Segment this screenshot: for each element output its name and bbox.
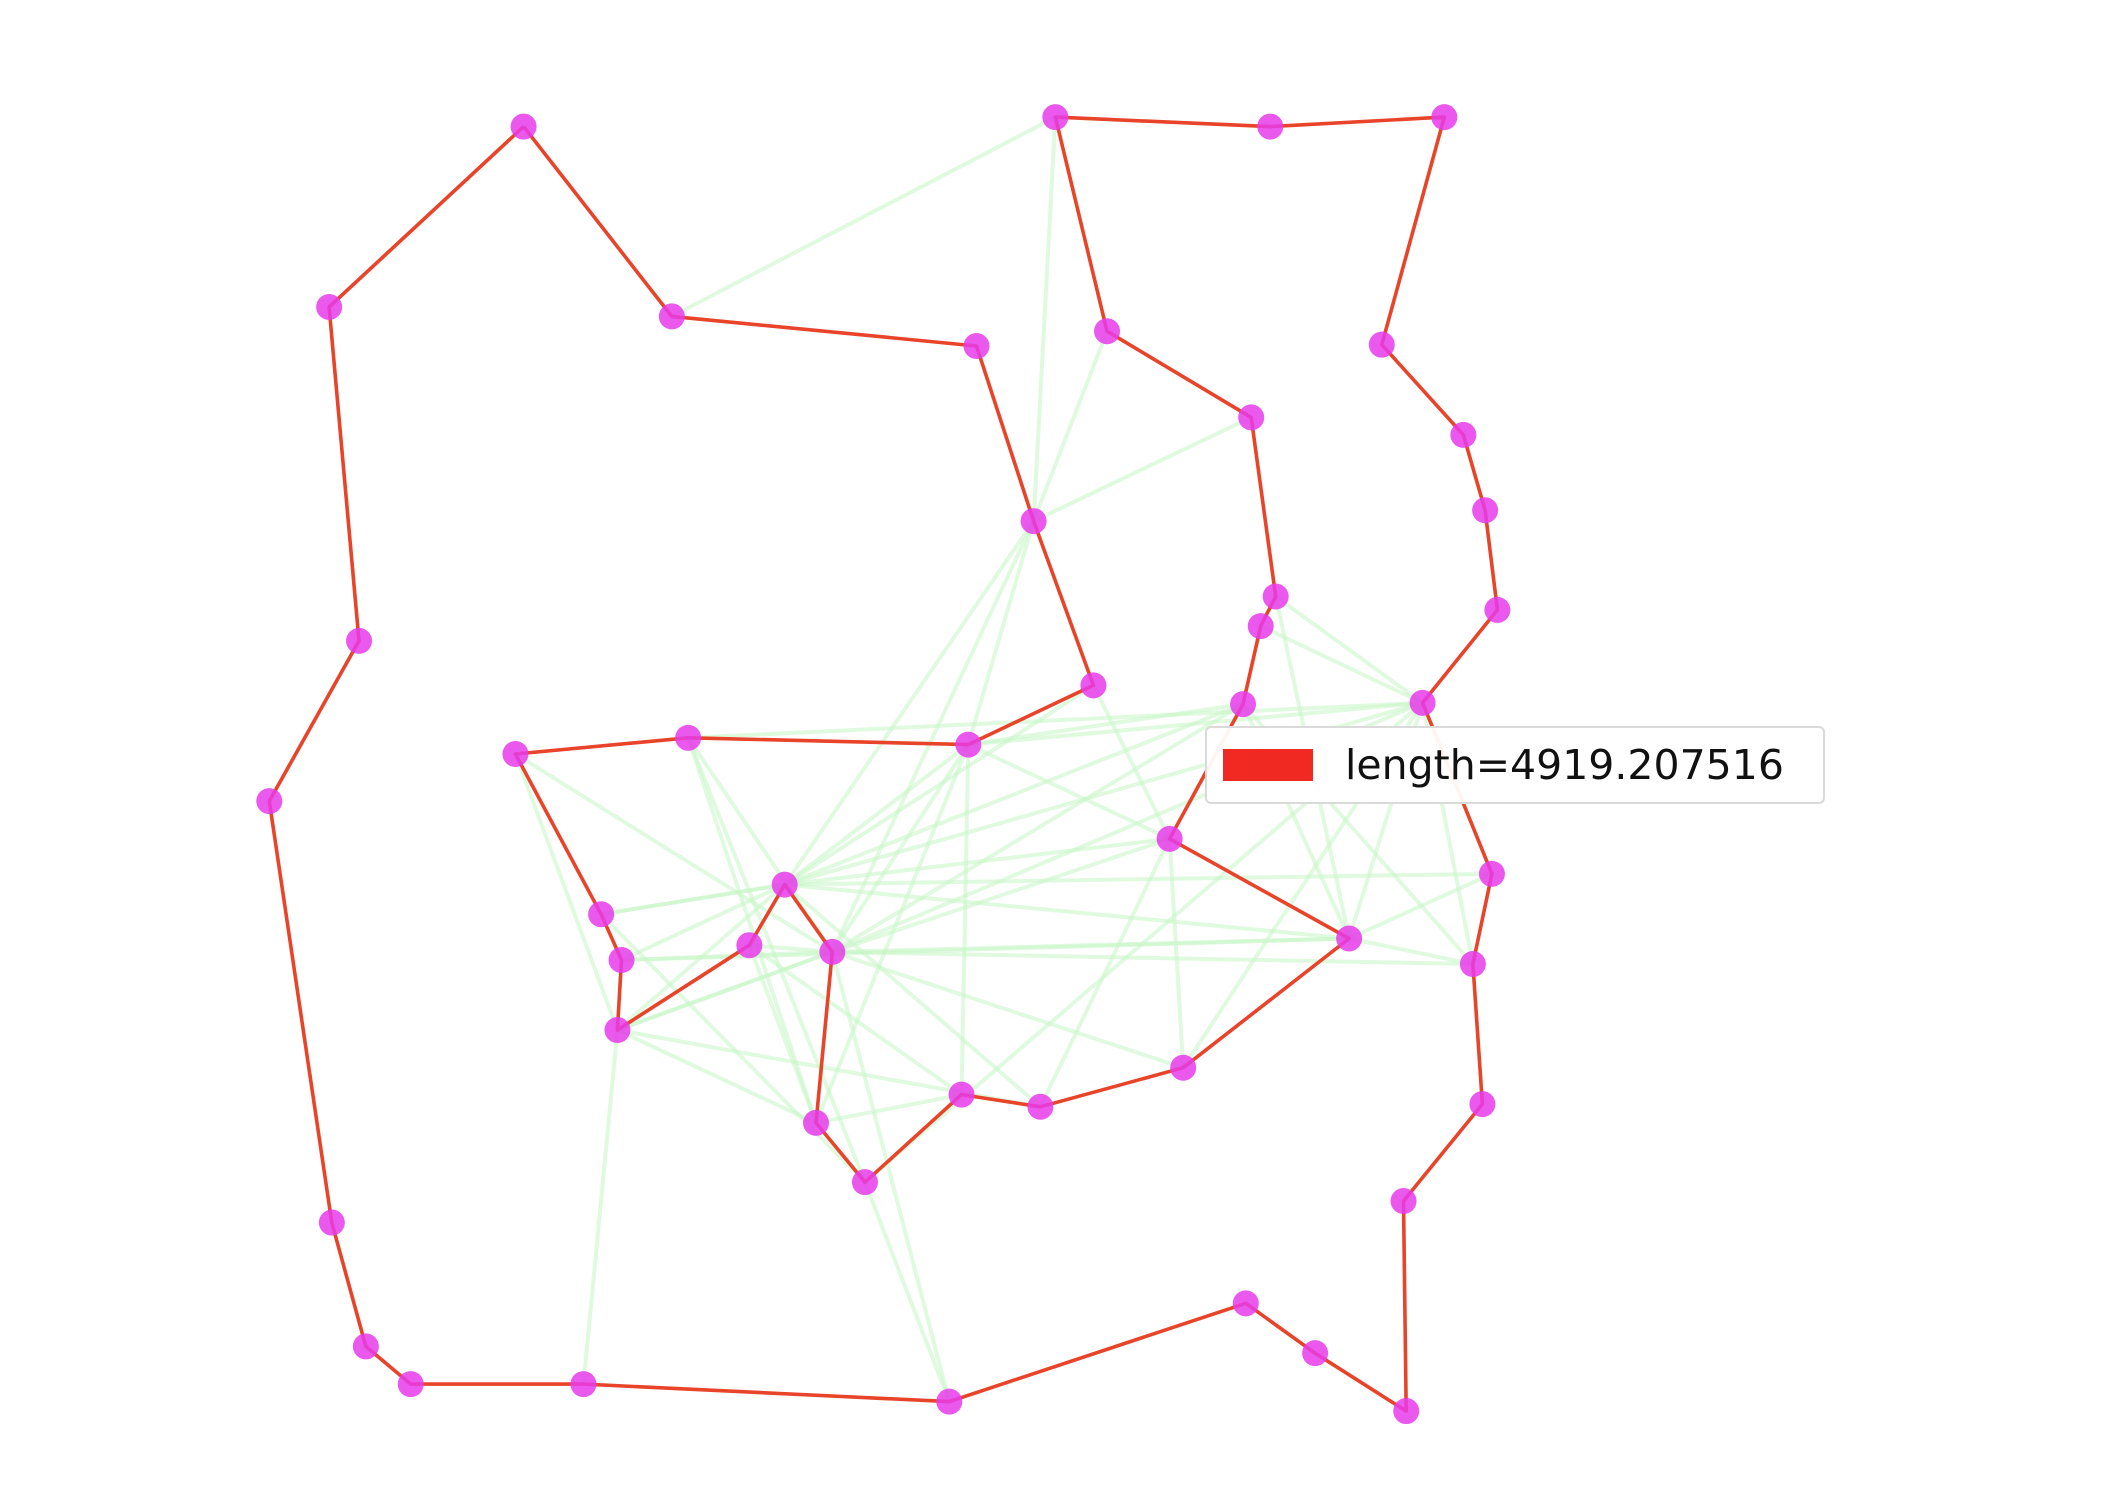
- city-node-22: [1257, 113, 1284, 140]
- city-node-24: [1094, 318, 1121, 345]
- city-node-0: [510, 113, 537, 140]
- city-node-23: [1042, 104, 1069, 131]
- candidate-edge-13: [784, 871, 1492, 887]
- candidate-edge-21: [832, 949, 1473, 967]
- candidate-edge-58: [959, 744, 971, 1095]
- city-node-41: [588, 901, 615, 928]
- candidate-edge-36: [1167, 838, 1186, 1068]
- city-node-26: [1262, 583, 1289, 610]
- legend: length=4919.207516: [1205, 726, 1825, 804]
- city-node-42: [502, 741, 529, 767]
- city-node-39: [604, 1017, 631, 1044]
- candidate-edge-5: [783, 519, 1036, 886]
- candidate-edge-63: [1038, 837, 1172, 1108]
- city-node-1: [316, 293, 343, 320]
- candidate-edge-56: [616, 950, 834, 1032]
- city-node-12: [1390, 1188, 1417, 1215]
- candidate-edge-49: [830, 951, 952, 1403]
- city-node-46: [1020, 508, 1047, 535]
- candidate-edge-51: [747, 944, 818, 1124]
- city-node-18: [1472, 497, 1499, 524]
- candidate-edge-7: [783, 742, 970, 887]
- city-node-20: [1368, 331, 1395, 358]
- city-node-25: [1238, 404, 1265, 431]
- city-node-34: [851, 1169, 878, 1196]
- candidate-edge-16: [830, 743, 970, 954]
- candidate-edge-8: [783, 683, 1095, 887]
- candidate-edge-2: [1031, 330, 1109, 522]
- city-node-21: [1431, 104, 1458, 131]
- candidate-edges-layer: [513, 115, 1493, 1403]
- city-node-40: [608, 947, 635, 974]
- city-node-28: [1230, 691, 1257, 718]
- candidate-edge-0: [670, 115, 1057, 319]
- city-node-7: [570, 1371, 597, 1398]
- candidate-edge-29: [1259, 624, 1424, 705]
- candidate-edge-41: [513, 753, 620, 1031]
- city-node-32: [1027, 1093, 1054, 1120]
- candidate-edge-48: [863, 1181, 952, 1403]
- candidate-edge-26: [968, 702, 1244, 747]
- candidate-edge-57: [814, 743, 971, 1124]
- legend-swatch-route: [1223, 749, 1313, 781]
- candidate-edge-43: [599, 912, 867, 1184]
- city-node-2: [346, 627, 373, 654]
- candidate-edge-37: [686, 737, 818, 1124]
- candidate-edge-6: [830, 520, 1036, 953]
- candidate-edge-9: [783, 702, 1244, 887]
- candidate-edge-4: [966, 520, 1036, 746]
- city-node-11: [1393, 1398, 1420, 1425]
- candidate-edge-25: [968, 700, 1423, 747]
- candidate-edge-24: [967, 742, 1171, 841]
- city-node-36: [819, 938, 846, 965]
- city-node-43: [675, 724, 702, 751]
- candidate-edge-33: [1348, 936, 1474, 967]
- candidate-edge-42: [621, 936, 1350, 963]
- city-node-19: [1450, 421, 1477, 448]
- city-node-15: [1478, 860, 1505, 887]
- candidate-edge-31: [1274, 594, 1424, 705]
- city-node-37: [771, 871, 798, 898]
- city-node-30: [1336, 925, 1363, 952]
- city-node-5: [352, 1333, 379, 1360]
- city-nodes-layer: [256, 104, 1511, 1425]
- city-node-47: [963, 333, 990, 360]
- candidate-edge-53: [749, 943, 833, 954]
- candidate-edge-40: [514, 752, 834, 954]
- city-node-48: [658, 303, 685, 330]
- city-node-33: [948, 1081, 975, 1108]
- city-node-45: [1080, 672, 1107, 699]
- city-node-29: [1156, 825, 1183, 852]
- candidate-edge-11: [784, 836, 1170, 887]
- city-node-14: [1459, 951, 1486, 978]
- candidate-edge-1: [1031, 117, 1058, 522]
- candidate-edge-38: [686, 737, 867, 1183]
- city-node-4: [318, 1209, 345, 1236]
- city-node-16: [1409, 689, 1436, 716]
- city-node-35: [803, 1109, 829, 1136]
- city-node-3: [256, 788, 283, 815]
- city-node-6: [397, 1371, 424, 1398]
- candidate-edge-27: [1091, 684, 1172, 840]
- candidate-edge-19: [831, 836, 1171, 954]
- city-node-8: [936, 1388, 963, 1415]
- city-node-31: [1170, 1054, 1197, 1081]
- candidate-edge-44: [616, 1028, 817, 1125]
- candidate-edge-64: [831, 950, 1184, 1070]
- candidate-edge-47: [815, 1092, 962, 1125]
- city-node-13: [1469, 1091, 1496, 1118]
- candidate-edge-54: [620, 882, 786, 962]
- candidate-edge-55: [600, 882, 786, 917]
- candidate-edge-12: [784, 882, 1350, 941]
- city-node-10: [1302, 1340, 1329, 1367]
- city-node-27: [1247, 613, 1274, 640]
- candidate-edge-46: [581, 1029, 620, 1385]
- legend-label-length: length=4919.207516: [1345, 741, 1784, 789]
- city-node-9: [1232, 1290, 1259, 1317]
- city-node-17: [1484, 596, 1511, 623]
- city-node-38: [736, 932, 763, 959]
- city-node-44: [955, 731, 982, 758]
- candidate-edge-3: [1032, 415, 1253, 523]
